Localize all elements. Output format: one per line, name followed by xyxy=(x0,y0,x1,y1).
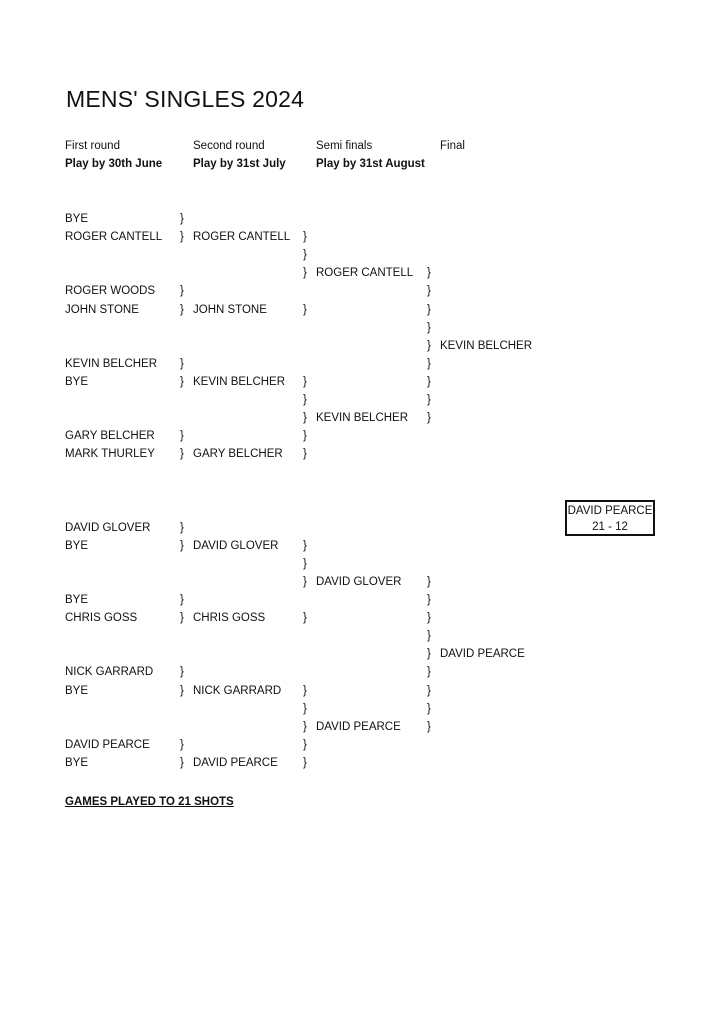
round2-brace: } xyxy=(303,249,307,262)
first-round-player: CHRIS GOSS xyxy=(65,612,138,625)
round1-brace: } xyxy=(180,666,184,679)
semi-brace: } xyxy=(427,285,431,298)
winner-name: DAVID PEARCE xyxy=(567,505,653,517)
first-round-player: GARY BELCHER xyxy=(65,430,155,443)
first-round-player: NICK GARRARD xyxy=(65,666,154,679)
semi-brace: } xyxy=(427,594,431,606)
round1-brace: } xyxy=(180,684,184,697)
round1-brace: } xyxy=(180,375,184,388)
final-player: KEVIN BELCHER xyxy=(440,339,533,352)
semi-final-player: ROGER CANTELL xyxy=(316,267,414,280)
round2-brace: } xyxy=(303,412,307,425)
semi-brace: } xyxy=(427,684,431,697)
round1-brace: } xyxy=(180,430,184,443)
semi-final-player: KEVIN BELCHER xyxy=(316,412,409,425)
second-round-player: NICK GARRARD xyxy=(193,684,282,697)
semi-brace: } xyxy=(427,321,431,334)
second-round-player: DAVID GLOVER xyxy=(193,539,279,552)
round1-brace: } xyxy=(180,448,184,461)
semi-brace: } xyxy=(427,720,431,733)
round2-brace: } xyxy=(303,557,307,570)
second-round-player: GARY BELCHER xyxy=(193,448,283,461)
round1-brace: } xyxy=(180,594,184,606)
first-round-player: JOHN STONE xyxy=(65,303,139,316)
first-round-player: KEVIN BELCHER xyxy=(65,357,158,370)
round2-brace: } xyxy=(303,720,307,733)
first-round-player: BYE xyxy=(65,684,89,697)
first-round-player: BYE xyxy=(65,756,89,769)
semi-brace: } xyxy=(427,303,431,316)
semi-brace: } xyxy=(427,666,431,679)
round1-brace: } xyxy=(180,756,184,769)
winner-score: 21 - 12 xyxy=(592,521,628,533)
round1-brace: } xyxy=(180,738,184,751)
second-round-player: CHRIS GOSS xyxy=(193,612,266,625)
semi-brace: } xyxy=(427,357,431,370)
semi-brace: } xyxy=(427,630,431,643)
second-round-player: DAVID PEARCE xyxy=(193,756,278,769)
first-round-player: ROGER CANTELL xyxy=(65,231,163,244)
round2-brace: } xyxy=(303,394,307,406)
round1-brace: } xyxy=(180,213,184,225)
semi-brace: } xyxy=(427,702,431,715)
semi-brace: } xyxy=(427,339,431,352)
semi-final-player: DAVID GLOVER xyxy=(316,575,402,588)
deadline-second-round: Play by 31st July xyxy=(193,158,286,170)
round2-brace: } xyxy=(303,303,307,316)
deadline-semi-finals: Play by 31st August xyxy=(316,158,425,170)
round2-brace: } xyxy=(303,430,307,443)
round2-brace: } xyxy=(303,448,307,461)
semi-brace: } xyxy=(427,375,431,388)
final-player: DAVID PEARCE xyxy=(440,648,525,661)
round2-brace: } xyxy=(303,267,307,280)
semi-brace: } xyxy=(427,412,431,425)
deadline-first-round: Play by 30th June xyxy=(65,158,163,170)
semi-brace: } xyxy=(427,612,431,625)
round1-brace: } xyxy=(180,357,184,370)
round2-brace: } xyxy=(303,231,307,244)
semi-final-player: DAVID PEARCE xyxy=(316,720,401,733)
second-round-player: KEVIN BELCHER xyxy=(193,375,286,388)
first-round-player: MARK THURLEY xyxy=(65,448,155,461)
round1-brace: } xyxy=(180,303,184,316)
first-round-player: BYE xyxy=(65,539,89,552)
second-round-player: ROGER CANTELL xyxy=(193,231,291,244)
round2-brace: } xyxy=(303,575,307,588)
round1-brace: } xyxy=(180,285,184,298)
round2-brace: } xyxy=(303,684,307,697)
footer-note: GAMES PLAYED TO 21 SHOTS xyxy=(65,796,234,808)
semi-brace: } xyxy=(427,394,431,406)
round1-brace: } xyxy=(180,521,184,534)
round1-brace: } xyxy=(180,612,184,625)
header-first-round: First round xyxy=(65,140,120,152)
header-semi-finals: Semi finals xyxy=(316,140,373,152)
round2-brace: } xyxy=(303,756,307,769)
round1-brace: } xyxy=(180,231,184,244)
semi-brace: } xyxy=(427,267,431,280)
semi-brace: } xyxy=(427,648,431,661)
semi-brace: } xyxy=(427,575,431,588)
first-round-player: BYE xyxy=(65,375,89,388)
second-round-player: JOHN STONE xyxy=(193,303,267,316)
first-round-player: DAVID PEARCE xyxy=(65,738,150,751)
round2-brace: } xyxy=(303,612,307,625)
header-final: Final xyxy=(440,140,465,152)
header-second-round: Second round xyxy=(193,140,265,152)
round2-brace: } xyxy=(303,539,307,552)
round2-brace: } xyxy=(303,738,307,751)
page-title: MENS' SINGLES 2024 xyxy=(66,86,305,112)
winner-box: DAVID PEARCE 21 - 12 xyxy=(565,500,655,536)
first-round-player: BYE xyxy=(65,594,89,606)
first-round-player: DAVID GLOVER xyxy=(65,521,151,534)
first-round-player: BYE xyxy=(65,213,89,225)
round1-brace: } xyxy=(180,539,184,552)
first-round-player: ROGER WOODS xyxy=(65,285,156,298)
round2-brace: } xyxy=(303,702,307,715)
round2-brace: } xyxy=(303,375,307,388)
